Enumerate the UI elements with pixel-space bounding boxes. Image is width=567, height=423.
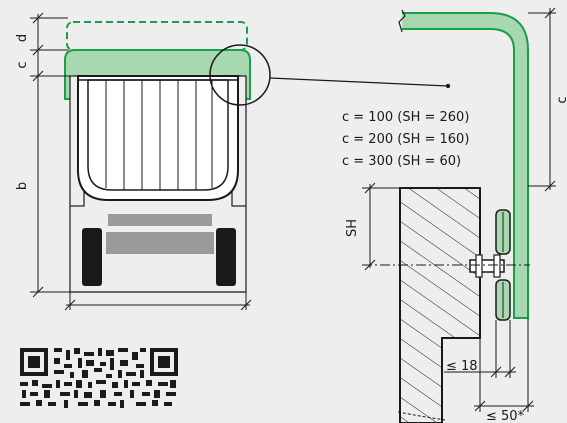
qr-code-icon <box>20 348 178 408</box>
vehicle-front-view <box>64 21 451 293</box>
dim-label-c-right: c <box>555 96 567 103</box>
note-line-3: c = 300 (SH = 60) <box>342 154 461 169</box>
green-frame <box>64 49 251 100</box>
dim-label-c: c <box>15 61 30 68</box>
detail-leader <box>269 77 449 87</box>
axle-block <box>106 232 214 254</box>
note-line-1: c = 100 (SH = 260) <box>342 110 469 125</box>
raised-lid-outline <box>66 21 248 51</box>
container-ribs <box>105 80 213 190</box>
dim-label-max-18: ≤ 18 <box>446 359 478 374</box>
left-wheel <box>82 228 102 286</box>
right-wheel <box>216 228 236 286</box>
dim-label-sh: SH <box>345 219 360 237</box>
container-inner <box>87 79 229 191</box>
dim-label-d: d <box>15 34 30 42</box>
detail-circle <box>209 44 271 106</box>
dim-label-max-50: ≤ 50* <box>486 409 525 423</box>
note-line-2: c = 200 (SH = 160) <box>342 132 469 147</box>
left-dimension-chain <box>30 12 252 311</box>
concrete-post <box>399 187 481 423</box>
detail-section <box>362 7 556 423</box>
dim-label-b: b <box>15 182 30 190</box>
chassis-bar <box>108 214 212 226</box>
